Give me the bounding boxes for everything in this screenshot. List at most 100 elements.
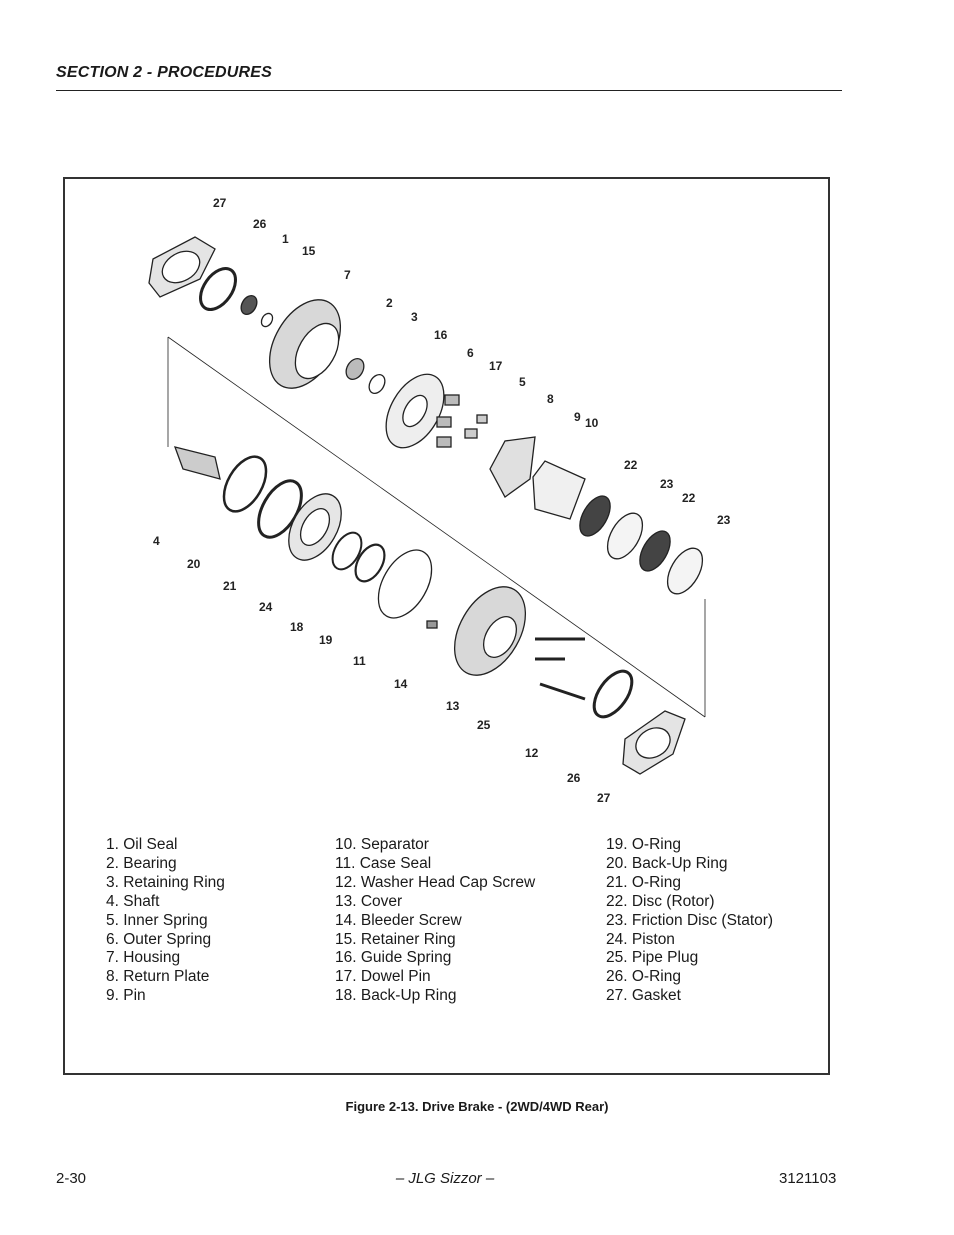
callout-label: 22 [624,458,638,472]
o-ring-bottom [592,669,634,719]
legend-item: 5. Inner Spring [106,911,208,929]
callout-label: 5 [519,375,526,389]
legend-item: 6. Outer Spring [106,930,212,948]
shaft [173,446,221,480]
legend-item: 2. Bearing [106,854,177,872]
legend-column-1: 1. Oil Seal 2. Bearing 3. Retaining Ring… [106,836,225,1006]
callout-label: 25 [477,718,491,732]
separator [532,460,586,520]
callout-label: 3 [411,310,418,324]
case-seal [377,549,433,619]
callout-label: 20 [187,557,201,571]
back-up-ring [222,455,268,513]
legend-item: 8. Return Plate [106,968,210,986]
footer-title: – JLG Sizzor – [395,1170,495,1187]
legend-item: 3. Retaining Ring [106,873,225,891]
retainer-ring [260,312,274,328]
legend-item: 19. O-Ring [606,836,681,853]
legend-column-2: 10. Separator 11. Case Seal 12. Washer H… [335,836,535,1006]
callout-label: 10 [585,416,599,430]
legend-item: 26. O-Ring [606,968,681,986]
callout-label: 19 [319,633,333,647]
gasket-top-hole [161,250,201,284]
callout-label: 8 [547,392,554,406]
legend-item: 11. Case Seal [335,854,432,872]
legend-item: 25. Pipe Plug [606,949,699,967]
outer-spring [444,394,460,406]
legend-column-3: 19. O-Ring 20. Back-Up Ring 21. O-Ring 2… [606,836,773,1006]
legend-item: 14. Bleeder Screw [335,911,462,929]
callout-label: 11 [353,654,366,668]
page-number: 2-30 [56,1170,87,1187]
gasket-bottom-hole [635,727,671,759]
axis-line [167,336,706,718]
callout-label: 27 [213,196,227,210]
inner-spring [476,414,488,424]
callout-label: 17 [489,359,503,373]
oil-seal [240,295,258,315]
legend-item: 9. Pin [106,987,146,1005]
callout-label: 7 [344,268,351,282]
callout-label: 4 [153,534,160,548]
legend-item: 22. Disc (Rotor) [606,892,715,910]
outer-spring [436,436,452,448]
legend-item: 15. Retainer Ring [335,930,456,948]
callout-label: 16 [434,328,448,342]
rotor-disc [639,530,671,572]
legend-item: 17. Dowel Pin [335,968,431,986]
back-up-ring-18 [331,531,363,571]
section-title: SECTION 2 - PROCEDURES [56,64,272,81]
callout-label: 22 [682,491,696,505]
callout-label: 27 [597,791,611,805]
legend-item: 21. O-Ring [606,873,681,891]
legend-item: 13. Cover [335,892,403,910]
callout-label: 1 [282,232,289,246]
cap-screw [539,682,586,701]
o-ring-19 [354,543,386,583]
callout-label: 18 [290,620,304,634]
section-header: SECTION 2 - PROCEDURES [56,64,842,91]
callout-label: 24 [259,600,273,614]
callout-label: 23 [660,477,674,491]
legend-item: 7. Housing [106,949,181,967]
callout-label: 14 [394,677,408,691]
callout-label: 6 [467,346,474,360]
stator-disc [606,512,644,560]
bearing [345,358,365,380]
callout-label: 15 [302,244,316,258]
housing-bore [294,322,340,380]
legend-item: 20. Back-Up Ring [606,854,728,872]
outer-spring [436,416,452,428]
inner-spring [464,428,478,439]
stator-disc [666,547,704,595]
rotor-disc [579,495,611,537]
callout-label: 13 [446,699,460,713]
legend-item: 10. Separator [335,836,429,853]
return-plate [489,436,536,498]
legend-item: 18. Back-Up Ring [335,987,457,1005]
callout-label: 2 [386,296,393,310]
legend-item: 1. Oil Seal [106,836,178,853]
legend-item: 27. Gasket [606,987,681,1005]
exploded-view-diagram: 27 26 1 15 7 2 3 16 6 17 5 8 9 10 22 23 … [148,196,731,805]
cover-bore [482,616,518,658]
figure-frame: 27 26 1 15 7 2 3 16 6 17 5 8 9 10 22 23 … [63,177,830,1075]
figure-caption: Figure 2-13. Drive Brake - (2WD/4WD Rear… [345,1099,609,1114]
piston-bore [299,508,331,546]
retaining-ring [368,374,386,394]
legend-item: 16. Guide Spring [335,949,452,967]
callout-label: 23 [717,513,731,527]
legend-item: 4. Shaft [106,892,160,910]
callout-label: 9 [574,410,581,424]
legend-item: 23. Friction Disc (Stator) [606,911,774,929]
legend-item: 24. Piston [606,930,675,948]
callout-label: 26 [253,217,267,231]
callout-label: 26 [567,771,581,785]
document-number: 3121103 [779,1170,837,1187]
guide-spring-hole [402,394,428,428]
bleeder-screw [426,620,438,629]
o-ring-top [199,267,237,311]
callout-label: 21 [223,579,237,593]
callout-label: 12 [525,746,539,760]
legend-item: 12. Washer Head Cap Screw [335,873,536,891]
